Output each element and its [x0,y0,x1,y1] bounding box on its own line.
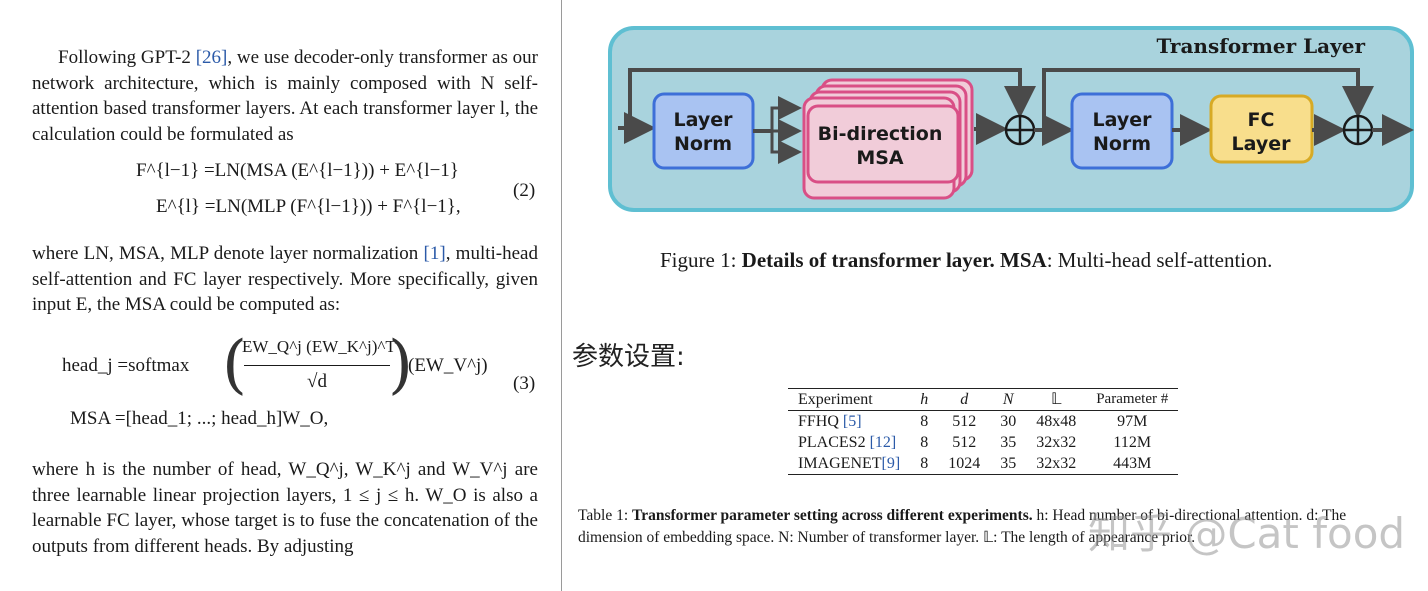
citation-link[interactable]: [1] [423,243,446,264]
citation-link[interactable]: [26] [195,47,228,68]
row-experiment: FFHQ [5] [798,413,862,430]
equation-2-line-1: F^{l−1} =LN(MSA (E^{l−1})) + E^{l−1} [136,160,459,182]
residual-arrow-1 [628,68,1036,128]
equation-2-number: (2) [513,180,536,201]
section-heading: 参数设置: [572,342,685,372]
equation-2-line-1-text: F^{l−1} =LN(MSA (E^{l−1})) + E^{l−1} [136,160,459,181]
col-header-h: h [920,391,929,408]
layer-norm-2-label-line-1: Layer [1093,109,1153,131]
cell-params: 112M [1113,434,1152,451]
cell-params: 443M [1113,455,1152,472]
layer-norm-2-box [1070,92,1174,170]
cell-h: 8 [920,455,929,472]
fraction-numerator: EW_Q^j (EW_K^j)^T [242,337,396,356]
diagram-title: Transformer Layer [1157,34,1366,58]
table-caption-line-1: Table 1: Transformer parameter setting a… [578,507,1347,524]
layer-norm-1-label-line-1: Layer [674,109,734,131]
fc-label-line-2: Layer [1232,133,1292,155]
left-paren: ( [222,328,247,402]
citation-link[interactable]: [5] [842,413,862,430]
fanout-arrow-v [770,131,802,164]
cell-h: 8 [920,413,929,430]
msa-label-line-2: MSA [856,147,904,169]
equation-3-number: (3) [513,373,536,394]
table-row: PLACES2 [12] 8 512 35 32x32 112M [788,432,1178,453]
col-header-experiment: Experiment [798,391,873,408]
cell-n: 30 [1000,413,1017,430]
fc-label-line-1: FC [1248,109,1275,131]
table-row: FFHQ [5] 8 512 30 48x48 97M [788,411,1178,433]
cell-l: 48x48 [1036,413,1077,430]
layer-norm-1-label-line-2: Norm [674,133,732,155]
paragraph-heads: where h is the number of head, W_Q^j, W_… [32,459,538,557]
figure-caption: Figure 1: Details of transformer layer. … [660,248,1273,272]
cell-n: 35 [1000,455,1017,472]
col-header-d: d [960,391,969,408]
table-caption-line-2: dimension of embedding space. N: Number … [578,529,1196,546]
cell-l: 32x32 [1036,434,1077,451]
add-icon-1 [1004,114,1036,146]
cell-params: 97M [1117,413,1148,430]
row-experiment: IMAGENET[9] [798,455,901,472]
transformer-layer-diagram: Transformer Layer Layer Norm Bi-directio… [608,26,1414,212]
col-header-l: 𝕃 [1050,391,1062,408]
table-header-row: Experiment h d N 𝕃 Parameter # [788,388,1179,411]
cell-d: 512 [952,434,977,451]
cell-d: 1024 [948,455,981,472]
layer-norm-1-box [652,92,755,170]
msa-box [806,104,960,184]
paragraph-intro: Following GPT-2 [26], we use decoder-onl… [32,47,538,145]
add-icon-2 [1342,114,1374,146]
cell-h: 8 [920,434,929,451]
fraction-denominator: √d [307,371,327,392]
parameter-table: Experiment h d N 𝕃 Parameter # FFHQ [5] … [788,388,1179,475]
watermark: 知乎 @Cat food [1088,509,1406,558]
paragraph-msa: where LN, MSA, MLP denote layer normaliz… [32,243,538,315]
table-row: IMAGENET[9] 8 1024 35 32x32 443M [788,453,1178,475]
fraction-bar [244,365,390,366]
equation-3-lhs: head_j =softmax [62,355,190,376]
right-paren: ) [388,328,413,402]
citation-link[interactable]: [9] [881,455,901,472]
layer-norm-2-label-line-2: Norm [1093,133,1151,155]
residual-arrow-2 [1042,68,1374,130]
row-experiment: PLACES2 [12] [798,434,897,451]
column-divider [561,0,562,591]
equation-3-line-2: MSA =[head_1; ...; head_h]W_O, [70,408,329,429]
equation-2-line-2: E^{l} =LN(MLP (F^{l−1})) + F^{l−1}, [156,196,461,218]
citation-link[interactable]: [12] [869,434,897,451]
fanout-arrow-q [770,96,802,131]
equation-2-line-2-text: E^{l} =LN(MLP (F^{l−1})) + F^{l−1}, [156,196,461,217]
msa-label-line-1: Bi-direction [818,123,943,145]
equation-3-rhs: (EW_V^j) [408,355,488,376]
col-header-params: Parameter # [1096,391,1169,407]
cell-d: 512 [952,413,977,430]
col-header-n: N [1002,391,1014,408]
equation-3-fraction: ( EW_Q^j (EW_K^j)^T √d ) [222,328,413,407]
cell-n: 35 [1000,434,1017,451]
cell-l: 32x32 [1036,455,1077,472]
